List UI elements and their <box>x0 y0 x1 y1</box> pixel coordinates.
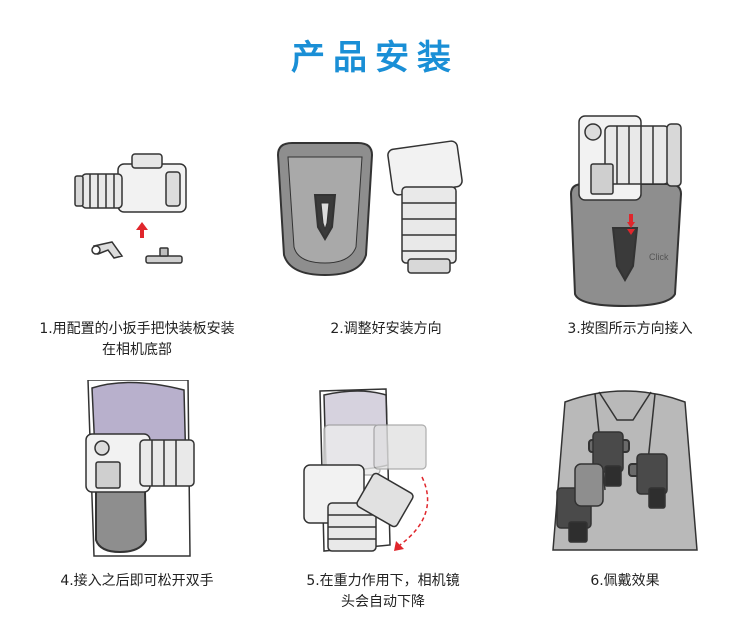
camera-icon <box>303 464 414 552</box>
step4-illustration <box>70 380 200 560</box>
caption-line: 1.用配置的小扳手把快装板安装 <box>39 321 235 337</box>
step6-illustration <box>545 380 705 560</box>
step5-caption: 5.在重力作用下，相机镜 头会自动下降 <box>258 571 508 613</box>
step1-illustration <box>70 150 200 275</box>
step3-illustration: Click <box>565 110 700 310</box>
step4-caption: 4.接入之后即可松开双手 <box>12 571 262 592</box>
curved-arrow-icon <box>399 476 429 546</box>
caption-line: 2.调整好安装方向 <box>330 321 442 337</box>
camera-lens-icon <box>387 140 463 274</box>
arrow-up-icon <box>136 222 148 238</box>
holster-pad-icon <box>569 183 683 308</box>
wrench-icon <box>91 241 124 259</box>
step2-illustration <box>270 135 480 285</box>
quick-plate-icon <box>145 247 183 264</box>
caption-line: 在相机底部 <box>102 342 172 358</box>
holster-pad-icon <box>574 463 604 507</box>
step3-caption: 3.按图所示方向接入 <box>505 319 750 340</box>
caption-line: 6.佩戴效果 <box>590 573 660 589</box>
step5-illustration <box>290 385 450 560</box>
holster-pad-icon <box>276 142 374 277</box>
click-label: Click <box>649 252 669 262</box>
camera-icon <box>74 153 187 213</box>
step6-caption: 6.佩戴效果 <box>500 571 750 592</box>
caption-line: 头会自动下降 <box>341 594 425 610</box>
step2-caption: 2.调整好安装方向 <box>261 319 511 340</box>
camera-icon <box>578 115 682 201</box>
caption-line: 3.按图所示方向接入 <box>567 321 693 337</box>
step1-caption: 1.用配置的小扳手把快装板安装 在相机底部 <box>12 319 262 361</box>
arrow-down-icon <box>627 214 635 235</box>
camera-icon <box>85 433 195 493</box>
page-title: 产品安装 <box>291 38 459 78</box>
caption-line: 5.在重力作用下，相机镜 <box>306 573 460 589</box>
caption-line: 4.接入之后即可松开双手 <box>60 573 214 589</box>
